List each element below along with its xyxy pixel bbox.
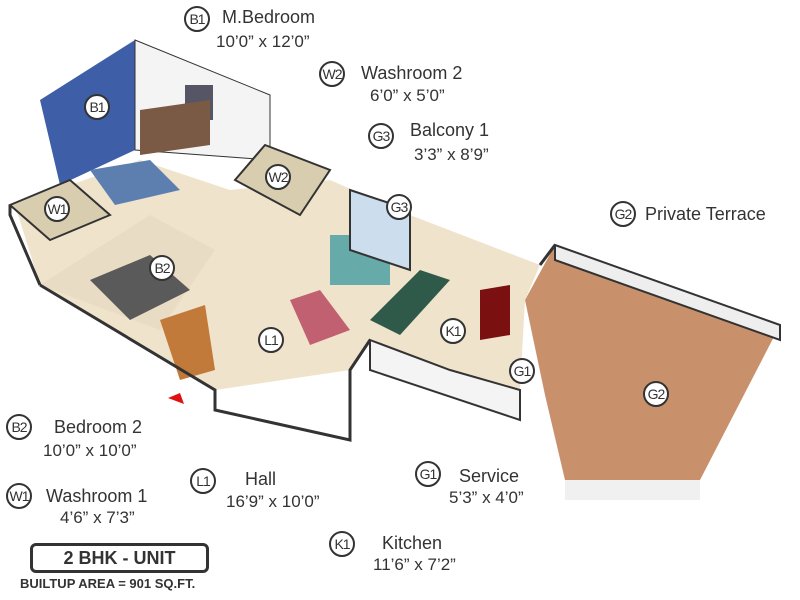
legend-marker-w1: W1 <box>6 483 32 509</box>
legend-marker-g1: G1 <box>415 461 441 487</box>
legend-size-k1: 11’6” x 7’2” <box>373 555 456 574</box>
plan-marker-k1: K1 <box>440 318 466 344</box>
plan-marker-g3: G3 <box>386 194 412 220</box>
legend-name-l1: Hall <box>245 469 277 489</box>
legend-size-w2: 6’0” x 5’0” <box>370 86 445 105</box>
master-bedroom <box>40 39 271 205</box>
legend-name-b1: M.Bedroom <box>222 7 316 27</box>
plan-marker-g2: G2 <box>643 381 669 407</box>
legend-name-g3: Balcony 1 <box>410 120 490 140</box>
legend-marker-b2: B2 <box>6 414 32 440</box>
legend-size-b2: 10’0” x 10’0” <box>43 441 137 460</box>
legend-marker-w2: W2 <box>319 61 345 87</box>
legend-marker-g2: G2 <box>610 201 636 227</box>
plan-marker-w2: W2 <box>265 164 291 190</box>
terrace <box>525 243 781 500</box>
builtup-area: BUILTUP AREA = 901 SQ.FT. <box>20 576 196 591</box>
entry-arrow-icon <box>168 393 184 404</box>
plan-marker-l1: L1 <box>258 327 284 353</box>
legend-name-b2: Bedroom 2 <box>54 417 143 437</box>
legend-marker-l1: L1 <box>190 468 216 494</box>
plan-marker-g1: G1 <box>509 358 535 384</box>
legend-size-b1: 10’0” x 12’0” <box>216 32 310 51</box>
legend-size-g1: 5’3” x 4’0” <box>449 488 524 507</box>
plan-marker-w1: W1 <box>44 196 70 222</box>
legend-marker-g3: G3 <box>368 123 394 149</box>
legend-marker-b1: B1 <box>184 6 210 32</box>
outer-walls <box>8 205 557 442</box>
legend-size-g3: 3’3” x 8’9” <box>414 145 489 164</box>
legend-marker-k1: K1 <box>329 531 355 557</box>
legend-size-w1: 4’6” x 7’3” <box>60 508 135 527</box>
legend-name-w1: Washroom 1 <box>46 486 148 506</box>
legend-name-g1: Service <box>459 466 520 486</box>
legend-size-l1: 16’9” x 10’0” <box>226 492 320 511</box>
legend-name-k1: Kitchen <box>382 533 443 553</box>
legend-name-w2: Washroom 2 <box>361 63 463 83</box>
legend-name-g2: Private Terrace <box>645 204 766 224</box>
unit-type-badge: 2 BHK - UNIT <box>30 543 209 573</box>
plan-marker-b1: B1 <box>84 94 110 120</box>
plan-marker-b2: B2 <box>149 255 175 281</box>
kitchen <box>369 270 521 422</box>
